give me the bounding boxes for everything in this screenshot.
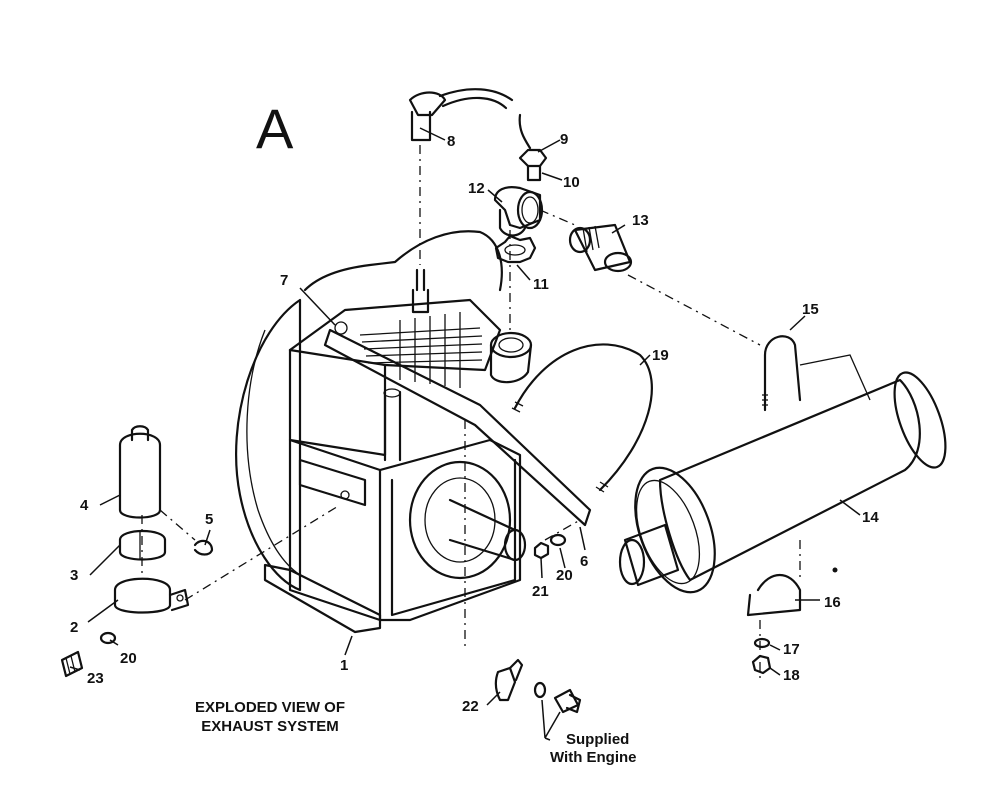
callout-22: 22 [462, 698, 479, 715]
support-rod-icon [511, 343, 653, 493]
supplied-note-line-2: With Engine [550, 749, 637, 766]
exhaust-nipple-icon [568, 223, 633, 273]
washer-20-left-icon [99, 631, 117, 645]
callout-8: 8 [447, 133, 455, 150]
callout-4: 4 [80, 497, 89, 514]
washer-17-icon [753, 637, 771, 649]
callout-15: 15 [802, 301, 819, 318]
leader-dash-13 [627, 274, 761, 346]
callout-13: 13 [632, 212, 649, 229]
caption-line-2: EXHAUST SYSTEM [201, 718, 339, 735]
leader-dash-2 [184, 504, 341, 601]
exhaust-elbow-icon [493, 186, 544, 237]
callout-10: 10 [563, 174, 580, 191]
spark-plug-wire-icon [408, 88, 514, 142]
fuel-fitting-icon [518, 113, 548, 182]
callout-16: 16 [824, 594, 841, 611]
callout-9: 9 [560, 131, 568, 148]
callout-17: 17 [783, 641, 800, 658]
leader-dash-4 [159, 509, 196, 541]
callout-5: 5 [205, 511, 213, 528]
callout-18: 18 [783, 667, 800, 684]
washer-supplied-icon [533, 681, 547, 699]
callout-23: 23 [87, 670, 104, 687]
reference-dot [832, 567, 838, 573]
leader-dash-6 [544, 519, 581, 541]
callout-11: 11 [533, 276, 549, 293]
callout-1: 1 [340, 657, 348, 674]
callout-20-right: 20 [556, 567, 573, 584]
lock-washer-icon [494, 234, 537, 264]
clamp-2-icon [113, 577, 190, 614]
callout-14: 14 [862, 509, 879, 526]
supplied-note-line-1: Supplied [566, 731, 629, 748]
callout-21: 21 [532, 583, 549, 600]
callout-19: 19 [652, 347, 669, 364]
callout-2: 2 [70, 619, 78, 636]
washer-20-icon [549, 533, 567, 547]
callout-20-left: 20 [120, 650, 137, 667]
nut-18-icon [751, 654, 772, 675]
callout-3: 3 [70, 567, 78, 584]
muffler-icon [618, 354, 947, 594]
callout-6: 6 [580, 553, 588, 570]
clip-5-icon [193, 539, 214, 556]
u-bolt-icon [762, 335, 802, 412]
bracket-22-icon [494, 658, 524, 702]
screw-23-icon [60, 650, 84, 678]
callout-7: 7 [280, 272, 288, 289]
callout-12: 12 [468, 180, 485, 197]
clamp-ring-3-icon [118, 530, 167, 561]
engine-block-icon [235, 230, 592, 634]
nut-21-icon [533, 541, 550, 560]
muffler-clamp-icon [746, 574, 802, 617]
leader-lines [69, 127, 861, 741]
spark-arrestor-icon [118, 425, 162, 519]
caption-line-1: EXPLODED VIEW OF [195, 699, 345, 716]
panel-letter: A [256, 97, 294, 160]
bolt-supplied-icon [553, 688, 582, 714]
leader-dash-12 [539, 209, 576, 226]
